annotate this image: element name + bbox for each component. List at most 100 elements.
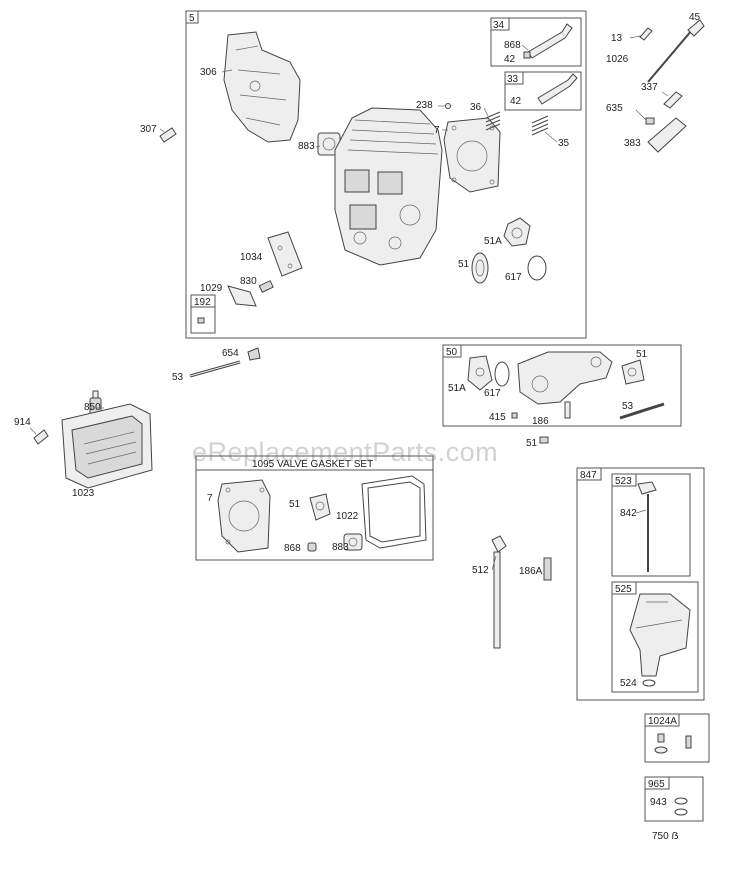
part-5-label: 5 [189,13,195,24]
part-1029-label: 1029 [200,283,223,294]
intake-group-box [442,344,682,427]
part-186A-label: 186A [519,566,543,577]
part-34-label: 34 [493,20,505,31]
box-525 [611,581,699,693]
part-383-sleeve [647,117,687,153]
part-617-o-ring [527,255,547,281]
part-42a-label: 42 [504,54,516,65]
part-53b-label: 53 [622,401,634,412]
part-883-gasket [317,132,341,156]
part-33-label: 33 [507,74,519,85]
part-617a-label: 617 [505,272,522,283]
ring-icon [674,797,688,805]
part-415-screw [511,412,518,419]
part-13-label: 13 [611,33,623,44]
part-51-small [539,436,549,444]
valve-gasket-set-box [195,455,434,561]
part-35-valve-spring [531,115,549,136]
ring-icon-2 [674,808,688,816]
exhaust-valve-icon [537,73,578,105]
part-7-kit-head-gasket [217,479,271,553]
part-51a-label: 51 [458,259,470,270]
part-1024A-label: 1024A [648,716,677,727]
part-617b-label: 617 [484,388,501,399]
part-45-label: 45 [689,12,701,23]
cylinder-head-body [334,107,443,266]
intake-valve-icon [527,23,573,59]
part-1023-valve-cover [61,403,153,489]
part-654-nut [247,347,261,361]
group-valve-gasket-set: 1095 VALVE GASKET SET 7 51 1022 868 883 [195,455,434,561]
part-512-label: 512 [472,565,489,576]
part-51A-gasket [503,217,531,247]
valve-gasket-set-title: 1095 VALVE GASKET SET [252,459,373,470]
group-33-exhaust-valve: 33 42 [504,71,582,111]
part-1026-rod [647,29,693,83]
part-306-label: 306 [200,67,217,78]
box-33 [504,71,582,111]
washer-icon [654,746,668,754]
part-525-label: 525 [615,584,632,595]
part-883b-label: 883 [332,542,349,553]
group-965: 965 943 [644,776,704,822]
part-1026-label: 1026 [606,54,629,65]
dipstick-cap-icon [637,481,657,495]
part-830-label: 830 [240,276,257,287]
part-51A-intake-gasket [467,355,493,391]
part-186A-fitting [543,557,552,581]
pin-icon [685,735,692,749]
part-51b-label: 51 [636,349,648,360]
part-617-intake-o-ring [494,361,510,387]
oil-fill-o-ring [642,679,656,687]
part-13-fitting [639,27,653,41]
part-1029-guard [227,285,257,307]
part-53-stud [189,360,241,378]
part-635-label: 635 [606,103,623,114]
group-cylinder-head: 5 306 883 238 [185,10,587,339]
part-512-dipstick-tube [491,535,507,649]
part-415-label: 415 [489,412,506,423]
group-intake-manifold: 50 51A 617 51 415 186 53 [442,344,682,427]
group-1024A: 1024A [644,713,710,763]
part-51-kit-gasket [309,493,331,521]
part-883a-label: 883 [298,141,315,152]
group-34-intake-valve: 34 868 42 [490,17,582,67]
part-51Ab-label: 51A [448,383,466,394]
part-830-fitting [258,280,274,293]
part-53a-label: 53 [172,372,184,383]
part-847-label: 847 [580,470,597,481]
part-35-label: 35 [558,138,570,149]
oil-fill-group-box [576,467,705,701]
part-51-intake-gasket [621,359,645,385]
group-192: 192 [190,294,216,334]
part-750-label: 750 ẞ [652,831,679,842]
part-524-label: 524 [620,678,637,689]
part-45-end [687,19,705,37]
part-51-gasket [471,252,489,284]
part-1034-plate [267,231,303,277]
part-337-plug [663,91,683,109]
part-306-shroud [223,31,301,143]
group-oil-fill: 847 523 842 525 524 [576,467,705,701]
part-186-label: 186 [532,416,549,427]
oil-fill-tube-icon [629,593,691,677]
watermark: eReplacementParts.com [192,437,498,467]
part-50-label: 50 [446,347,458,358]
part-883-kit-gasket [343,533,363,551]
part-914-breather [33,429,49,445]
part-7b-label: 7 [207,493,213,504]
part-192-label: 192 [194,297,211,308]
group-525-oil-fill-tube: 525 524 [611,581,699,693]
part-850-label: 850 [84,402,101,413]
part-51Aa-label: 51A [484,236,502,247]
part-1034-label: 1034 [240,252,263,263]
part-51c-label: 51 [526,438,538,449]
intake-manifold-body [517,351,613,405]
part-42b-label: 42 [510,96,522,107]
part-1022-label: 1022 [336,511,359,522]
part-654-label: 654 [222,348,239,359]
part-868-kit-seal [307,542,317,552]
part-1023-label: 1023 [72,488,95,499]
cylinder-head-group-box [185,10,587,339]
